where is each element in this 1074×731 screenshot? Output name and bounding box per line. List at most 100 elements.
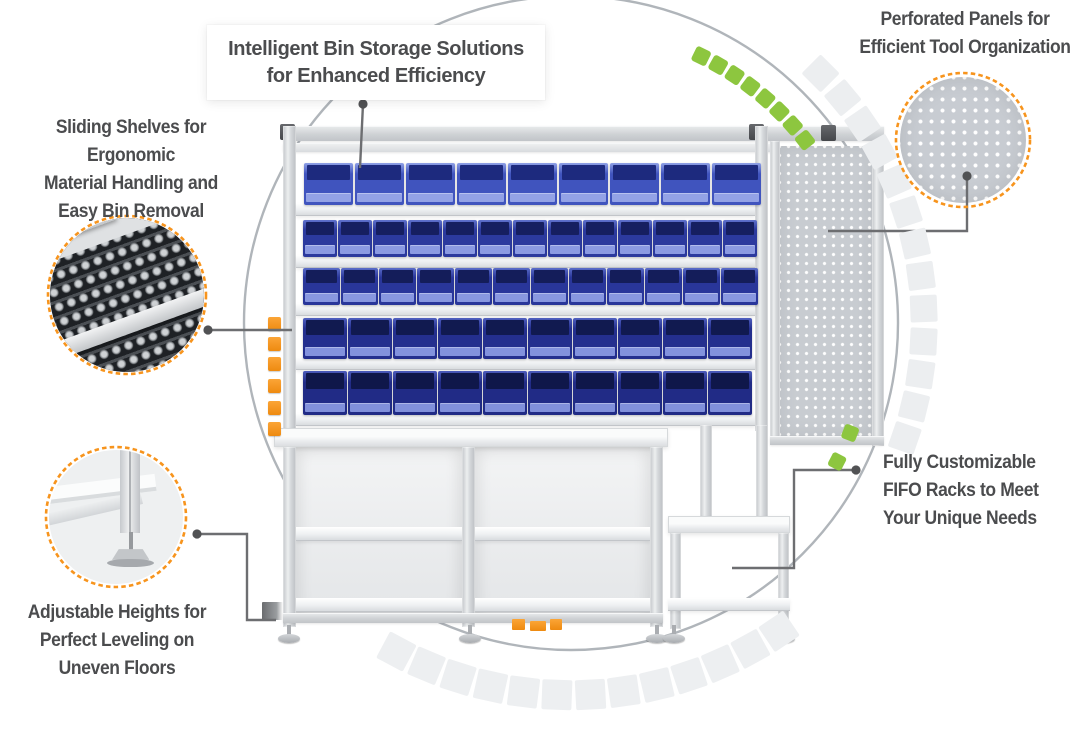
storage-bin	[438, 318, 482, 359]
foot-pad	[459, 634, 481, 643]
foot-pad	[278, 634, 300, 643]
storage-bin	[303, 268, 340, 305]
bin-front-lip	[515, 245, 545, 254]
storage-bin	[455, 268, 492, 305]
callout-line: Fully Customizable	[883, 452, 1036, 473]
bin-opening	[656, 222, 684, 236]
leader-adjustable-dot	[192, 529, 202, 539]
callout-line: Perfect Leveling on	[39, 630, 195, 651]
storage-bin	[303, 371, 347, 415]
bin-opening	[586, 222, 614, 236]
storage-bin	[663, 371, 707, 415]
shelf-board	[296, 255, 755, 268]
storage-bin	[341, 268, 378, 305]
storage-bin	[610, 163, 659, 205]
foot-pad	[111, 549, 150, 560]
bin-opening	[613, 165, 656, 181]
bin-opening	[441, 373, 479, 389]
bin-front-lip	[620, 347, 660, 356]
callout-line: Intelligent Bin Storage Solutions	[228, 37, 524, 60]
white-arc-bottom-tile	[574, 678, 607, 711]
foot-stem	[655, 625, 659, 636]
white-arc-right-tile	[802, 55, 839, 92]
storage-bin	[618, 318, 662, 359]
white-arc-bottom-tile	[758, 611, 800, 652]
white-arc-right-tile	[862, 134, 898, 170]
white-arc-right-tile	[898, 390, 930, 423]
bin-opening	[446, 222, 474, 236]
side-table-leg	[670, 533, 681, 629]
bin-opening	[396, 320, 434, 335]
cabinet-bottom-shelf	[475, 598, 650, 612]
bin-opening	[306, 222, 334, 236]
white-arc-right-tile	[844, 105, 881, 142]
leveling-foot	[645, 625, 669, 649]
leader-perforated	[828, 176, 969, 233]
shelf-board	[296, 413, 755, 426]
storage-bin	[348, 371, 392, 415]
bin-front-lip	[480, 245, 510, 254]
green-arc-top-tile	[769, 101, 790, 122]
panel-frame-right	[872, 141, 884, 446]
bin-opening	[486, 320, 524, 335]
storage-bin	[708, 371, 752, 415]
bin-front-lip	[395, 403, 435, 412]
cabinet-bottom-shelf	[296, 598, 462, 612]
storage-bin	[573, 318, 617, 359]
bench-post	[283, 447, 296, 627]
bin-front-lip	[612, 193, 657, 202]
leveling-foot	[458, 625, 482, 649]
shelf-board	[296, 357, 755, 370]
bin-opening	[715, 165, 758, 181]
white-arc-right-tile	[905, 260, 936, 291]
bin-opening	[306, 270, 337, 284]
storage-bin	[723, 220, 757, 257]
bin-opening	[724, 270, 755, 284]
bin-front-lip	[585, 245, 615, 254]
storage-bin	[607, 268, 644, 305]
callout-line: Material Handling and	[44, 173, 218, 194]
bin-front-lip	[485, 347, 525, 356]
shelf-end-shadow	[262, 602, 283, 620]
bin-front-lip	[663, 193, 708, 202]
shelf-board	[296, 303, 755, 316]
orange-rail-clip	[268, 379, 281, 393]
white-arc-bottom-tile	[472, 668, 509, 704]
bin-opening	[666, 320, 704, 335]
bin-opening	[726, 222, 754, 236]
bin-opening	[562, 165, 605, 181]
side-post	[756, 425, 768, 520]
bin-opening	[664, 165, 707, 181]
storage-bin	[528, 371, 572, 415]
sliding-shelf-rollers-detail-photo	[50, 218, 204, 372]
storage-bin	[559, 163, 608, 205]
callout-line: Efficient Tool Organization	[859, 37, 1071, 58]
orange-rail-clip	[268, 401, 281, 415]
bin-opening	[496, 270, 527, 284]
bin-opening	[351, 320, 389, 335]
green-arc-top-tile	[724, 65, 745, 86]
bin-front-lip	[571, 293, 604, 302]
bin-front-lip	[710, 403, 750, 412]
bin-front-lip	[457, 293, 490, 302]
bin-opening	[458, 270, 489, 284]
bin-front-lip	[440, 403, 480, 412]
bin-front-lip	[714, 193, 759, 202]
orange-floor-part	[512, 619, 525, 630]
side-table-shelf	[668, 598, 790, 611]
bin-front-lip	[305, 403, 345, 412]
callout-line: Easy Bin Removal	[58, 201, 204, 222]
bench-post	[650, 447, 663, 627]
green-arc-top-tile	[708, 55, 729, 75]
green-arc-top-tile	[740, 76, 761, 97]
bin-front-lip	[305, 293, 338, 302]
storage-bin	[493, 268, 530, 305]
callout-intelligent-bin-storage: Intelligent Bin Storage Solutions for En…	[207, 25, 545, 100]
bin-opening	[441, 320, 479, 335]
storage-bin	[379, 268, 416, 305]
bin-front-lip	[410, 245, 440, 254]
perforated-panel	[780, 146, 872, 436]
